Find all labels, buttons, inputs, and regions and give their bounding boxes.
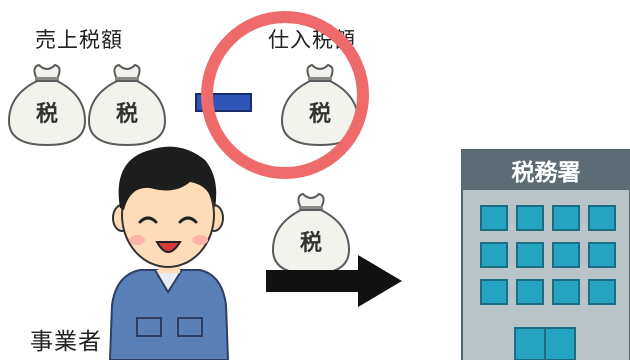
building-window <box>552 279 580 305</box>
building-window <box>552 205 580 231</box>
svg-text:税: 税 <box>36 101 58 127</box>
building-window <box>516 242 544 268</box>
business-operator-label: 事業者 <box>30 329 102 355</box>
building-windows <box>480 205 616 305</box>
tax-payment-bag: 税 <box>272 193 350 275</box>
building-window <box>588 279 616 305</box>
svg-text:税: 税 <box>309 101 331 127</box>
building-window <box>552 242 580 268</box>
svg-text:税: 税 <box>300 230 322 256</box>
tax-office-sign: 税務署 <box>512 159 581 186</box>
highlight-circle <box>201 11 369 179</box>
sales-tax-bag-1: 税 <box>8 64 86 146</box>
svg-text:税: 税 <box>116 101 138 127</box>
building-window <box>588 205 616 231</box>
building-window <box>588 242 616 268</box>
business-operator-illustration <box>108 146 230 360</box>
payment-arrow <box>266 255 402 307</box>
building-window <box>480 205 508 231</box>
tax-office-building: 税務署 <box>461 149 630 360</box>
purchase-tax-bag: 税 <box>281 64 359 146</box>
building-window <box>480 279 508 305</box>
sales-tax-label: 売上税額 <box>35 28 123 52</box>
building-window <box>516 205 544 231</box>
building-window <box>516 279 544 305</box>
building-window <box>480 242 508 268</box>
sales-tax-bag-2: 税 <box>88 64 166 146</box>
